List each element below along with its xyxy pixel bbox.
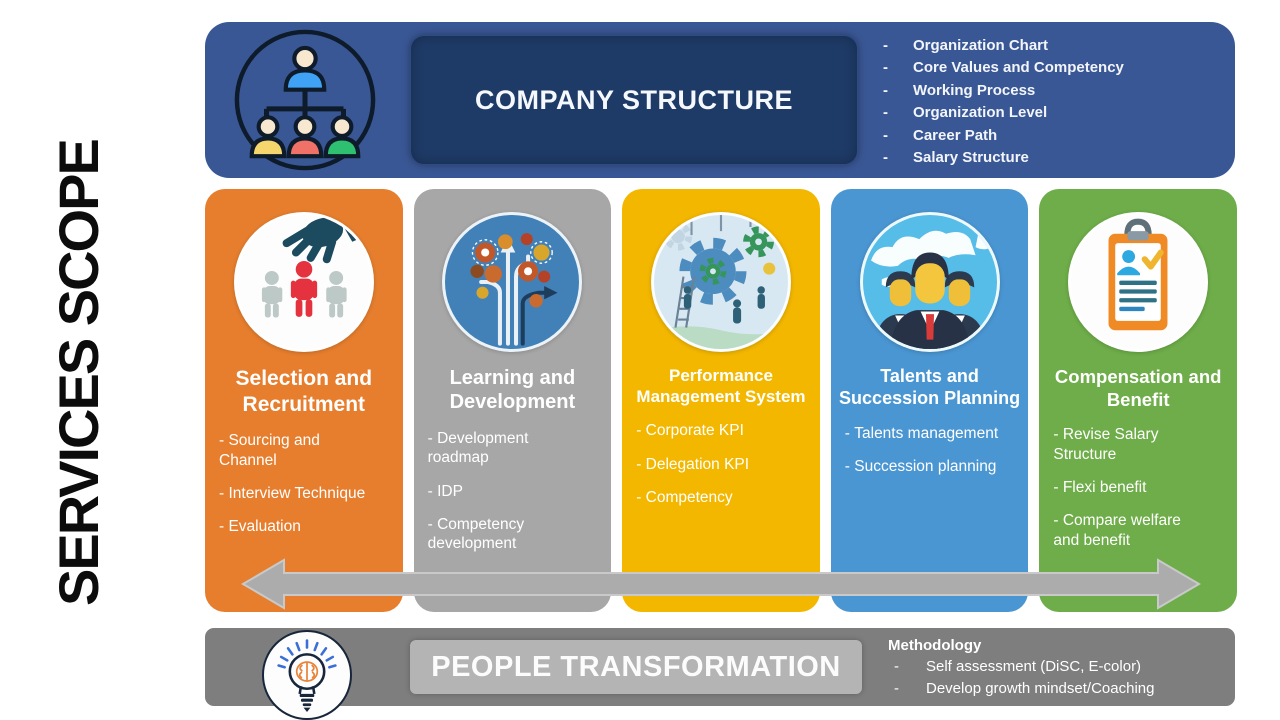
- page-title: SERVICES SCOPE: [47, 140, 110, 606]
- column-item: Evaluation: [219, 517, 375, 536]
- gears-teamwork-icon: [650, 212, 791, 352]
- company-structure-item-list: Organization Chart Core Values and Compe…: [883, 35, 1233, 169]
- lightbulb-brain-icon: [262, 630, 352, 720]
- methodology-heading: Methodology: [888, 637, 982, 654]
- learning-tree-icon: [442, 212, 583, 352]
- globe-team-icon: [859, 212, 1000, 352]
- column-item: Competency: [636, 488, 792, 507]
- column-title: Performance Management System: [636, 366, 806, 406]
- column-item: Talents management: [845, 424, 1001, 443]
- column-item: Sourcing and Channel: [219, 431, 375, 470]
- company-structure-label: COMPANY STRUCTURE: [474, 84, 793, 115]
- column-talents-succession: Talents and Succession Planning Talents …: [830, 189, 1029, 612]
- column-item: IDP: [428, 482, 584, 501]
- list-item: Organization Level: [883, 102, 1233, 124]
- column-item: Interview Technique: [219, 484, 375, 503]
- list-item: Self assessment (DiSC, E-color): [888, 656, 1233, 678]
- column-item: Revise Salary Structure: [1053, 425, 1209, 464]
- column-item: Succession planning: [845, 457, 1001, 476]
- column-item: Development roadmap: [428, 429, 584, 468]
- company-structure-banner: COMPANY STRUCTURE Organization Chart Cor…: [205, 22, 1235, 178]
- column-performance-management: Performance Management System Corporate …: [622, 189, 820, 612]
- column-item: Competency development: [428, 515, 584, 554]
- methodology-block: Methodology Self assessment (DiSC, E-col…: [888, 635, 1233, 699]
- column-item: Compare welfare and benefit: [1053, 511, 1209, 550]
- people-transformation-banner: PEOPLE TRANSFORMATION Methodology Self a…: [205, 628, 1235, 720]
- clipboard-checklist-icon: [1068, 212, 1209, 352]
- column-selection-recruitment: Selection and Recruitment Sourcing and C…: [205, 189, 403, 612]
- list-item: Develop growth mindset/Coaching: [888, 678, 1233, 700]
- list-item: Career Path: [883, 125, 1233, 147]
- people-transformation-title-box: PEOPLE TRANSFORMATION: [410, 640, 862, 694]
- two-way-scope-arrow: [241, 558, 1201, 610]
- column-learning-development: Learning and Development Development roa…: [413, 189, 612, 612]
- column-item: Corporate KPI: [636, 421, 792, 440]
- service-columns: Selection and Recruitment Sourcing and C…: [205, 189, 1237, 612]
- column-title: Learning and Development: [449, 367, 576, 414]
- column-title: Talents and Succession Planning: [839, 366, 1021, 408]
- people-transformation-label: PEOPLE TRANSFORMATION: [431, 650, 841, 683]
- column-title: Selection and Recruitment: [235, 367, 373, 416]
- org-chart-icon: [231, 26, 379, 174]
- column-item: Delegation KPI: [636, 455, 792, 474]
- list-item: Core Values and Competency: [883, 57, 1233, 79]
- company-structure-title-box: COMPANY STRUCTURE: [410, 35, 858, 165]
- list-item: Salary Structure: [883, 147, 1233, 169]
- column-compensation-benefit: Compensation and Benefit Revise Salary S…: [1039, 189, 1237, 612]
- list-item: Organization Chart: [883, 35, 1233, 57]
- column-item: Flexi benefit: [1053, 478, 1209, 497]
- recruitment-hand-icon: [233, 212, 374, 352]
- list-item: Working Process: [883, 80, 1233, 102]
- column-title: Compensation and Benefit: [1054, 366, 1222, 410]
